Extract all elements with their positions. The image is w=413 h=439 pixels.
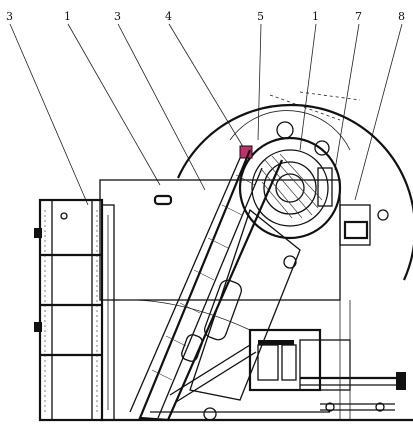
callout-c2: 1 — [64, 10, 71, 23]
frame-body — [99, 179, 389, 301]
callout-c1: 3 — [6, 10, 13, 23]
base — [100, 299, 413, 422]
callout-c3: 3 — [114, 10, 121, 23]
leader-lines — [9, 23, 403, 206]
callout-c6: 1 — [312, 10, 319, 23]
callout-c5: 5 — [257, 10, 264, 23]
pitman — [181, 208, 301, 401]
callout-c7: 7 — [355, 10, 362, 23]
callout-c8: 8 — [398, 10, 405, 23]
fixed-jaw-housing — [34, 198, 115, 422]
flywheel — [176, 91, 413, 281]
callout-labels: 3 1 3 4 5 1 7 8 — [6, 10, 405, 23]
toggle-assembly — [169, 300, 406, 420]
frame-slot — [153, 194, 173, 206]
callout-c4: 4 — [165, 10, 172, 23]
